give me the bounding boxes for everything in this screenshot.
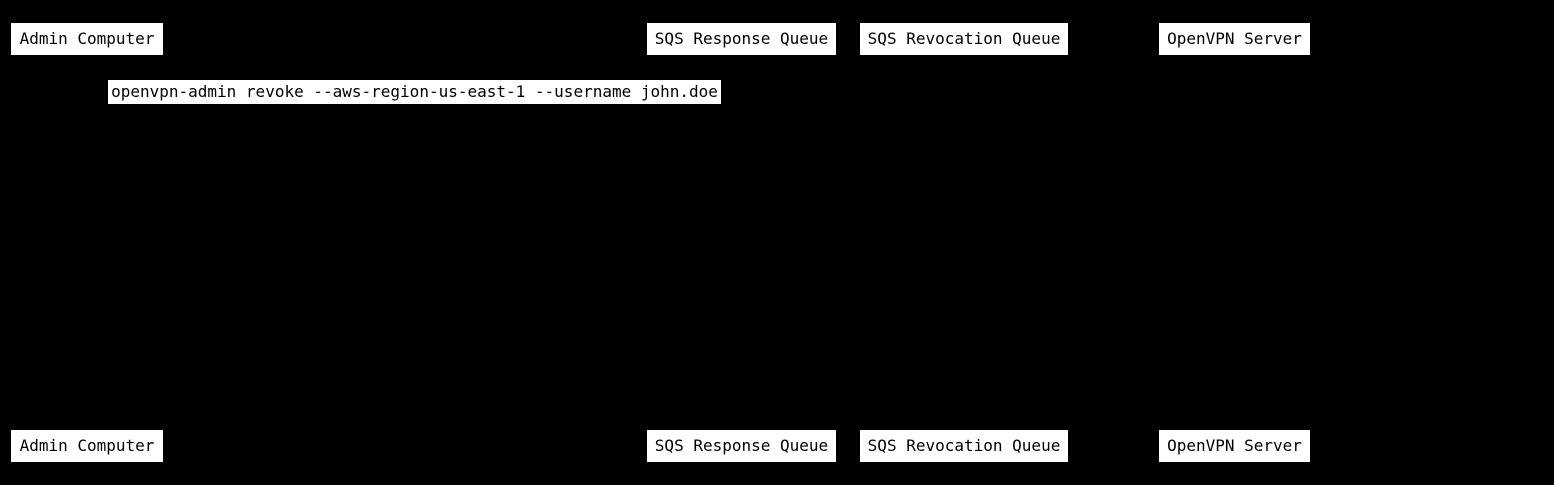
participant-sqs-response-queue-bottom: SQS Response Queue (646, 429, 837, 463)
participant-admin-computer-bottom: Admin Computer (10, 429, 164, 463)
participant-label: OpenVPN Server (1167, 436, 1302, 455)
participant-label: Admin Computer (19, 29, 155, 48)
participant-label: SQS Response Queue (654, 436, 829, 455)
message-label-revoke-command: openvpn-admin revoke --aws-region-us-eas… (108, 80, 721, 104)
participant-sqs-revocation-queue-top: SQS Revocation Queue (859, 22, 1069, 56)
participant-openvpn-server-bottom: OpenVPN Server (1158, 429, 1311, 463)
message-text: openvpn-admin revoke --aws-region-us-eas… (111, 82, 718, 101)
participant-sqs-revocation-queue-bottom: SQS Revocation Queue (859, 429, 1069, 463)
participant-openvpn-server-top: OpenVPN Server (1158, 22, 1311, 56)
participant-label: Admin Computer (19, 436, 155, 455)
participant-label: SQS Response Queue (654, 29, 829, 48)
participant-label: OpenVPN Server (1167, 29, 1302, 48)
participant-admin-computer-top: Admin Computer (10, 22, 164, 56)
participant-label: SQS Revocation Queue (867, 436, 1061, 455)
participant-label: SQS Revocation Queue (867, 29, 1061, 48)
participant-sqs-response-queue-top: SQS Response Queue (646, 22, 837, 56)
